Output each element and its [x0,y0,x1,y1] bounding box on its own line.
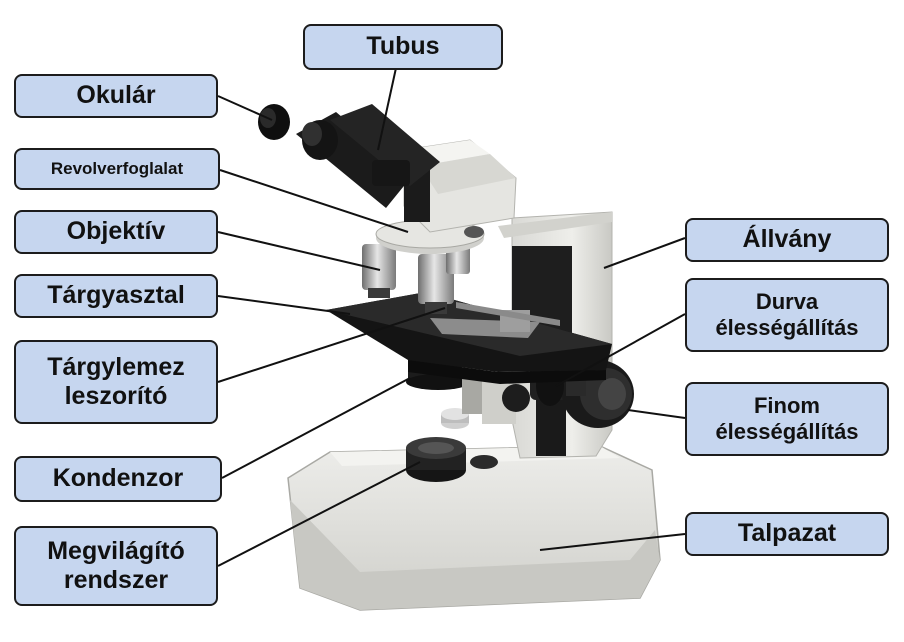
leader-tubus [377,67,397,151]
label-targyasztal: Tárgyasztal [14,274,218,318]
leader-targyasztal [217,295,351,315]
leader-allvany [603,237,686,269]
label-okular: Okulár [14,74,218,118]
label-tubus: Tubus [303,24,503,70]
leader-okular [217,95,273,121]
illumination-knob [406,408,498,482]
label-talpazat: Talpazat [685,512,889,556]
leader-targylemez [217,307,446,383]
label-objektiv: Objektív [14,210,218,254]
label-allvany: Állvány [685,218,889,262]
leader-finom [627,409,686,419]
label-revolverfoglalat: Revolverfoglalat [14,148,220,190]
label-finom-elessegallitas: Finom élességállítás [685,382,889,456]
leader-talpazat [539,533,686,551]
label-targylemez-szorito: Tárgylemez leszorító [14,340,218,424]
leader-lines [217,67,686,567]
leader-durva [555,313,686,387]
leader-megvilagito [217,461,421,567]
leader-revolverfoglalat [219,169,409,233]
label-durva-elessegallitas: Durva élességállítás [685,278,889,352]
microscope-base [287,445,661,611]
stage [326,292,612,384]
leader-kondenzor [221,377,411,479]
leader-objektiv [217,231,381,271]
label-kondenzor: Kondenzor [14,456,222,502]
label-megvilagito-rendszer: Megvilágító rendszer [14,526,218,606]
